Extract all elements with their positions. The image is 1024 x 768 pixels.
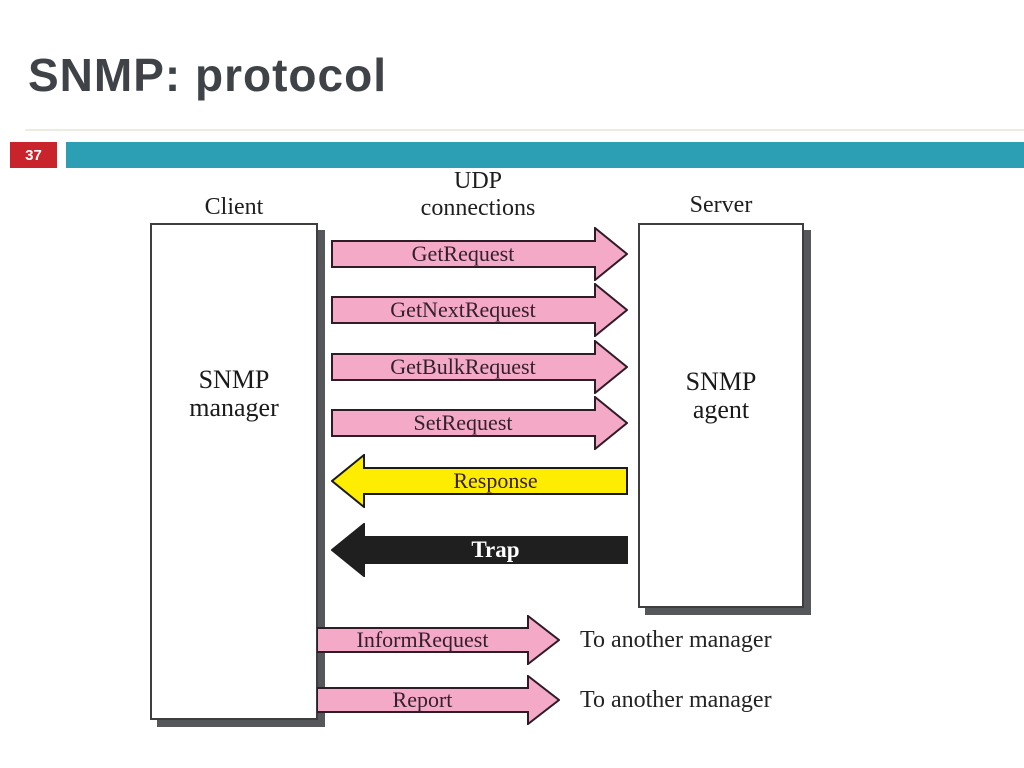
snmp-manager-line1: SNMP [198,365,270,394]
response-arrow [331,454,628,508]
title-underline [25,129,1024,131]
report-arrow [317,675,560,725]
get-next-request-arrow [331,283,628,337]
slide-title: SNMP: protocol [28,49,387,101]
set-request-arrow [331,396,628,450]
client-label: Client [204,194,264,220]
inform-request-arrow [317,615,560,665]
udp-label-line2: connections [420,195,536,221]
report-destination-label: To another manager [580,686,772,713]
get-bulk-request-arrow [331,340,628,394]
snmp-agent-line2: agent [692,395,750,424]
inform-destination-label: To another manager [580,626,772,653]
get-request-arrow [331,227,628,281]
snmp-agent-line1: SNMP [685,367,757,396]
udp-connections-label: UDP connections [378,168,578,222]
accent-bar [66,142,1024,168]
trap-arrow [331,523,628,577]
snmp-agent-text: SNMP agent [638,368,804,424]
snmp-manager-line2: manager [189,393,279,422]
udp-label-line1: UDP [453,168,502,194]
page-number-badge: 37 [10,142,57,168]
server-label: Server [689,192,753,218]
snmp-manager-text: SNMP manager [150,366,318,422]
snmp-agent-box [638,223,804,608]
snmp-manager-box [150,223,318,720]
